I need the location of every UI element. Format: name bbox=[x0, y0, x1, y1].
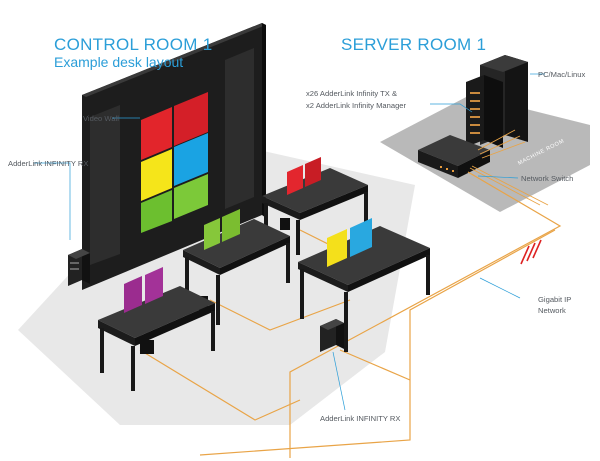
server-room-title: SERVER ROOM 1 bbox=[341, 35, 486, 54]
monitor-blue bbox=[350, 218, 372, 257]
cable-to-wall bbox=[289, 171, 562, 458]
video-wall-tile-green-2 bbox=[174, 174, 208, 219]
cable-desk-right bbox=[339, 349, 411, 381]
server-rack bbox=[466, 55, 528, 148]
monitor-yellow bbox=[327, 229, 347, 267]
monitor-red-right bbox=[305, 157, 321, 187]
video-wall-tile-red-2 bbox=[174, 92, 208, 146]
video-wall-right-panel bbox=[225, 48, 254, 209]
desk-front bbox=[98, 267, 215, 391]
video-wall-tile-yellow bbox=[141, 149, 172, 201]
video-wall-left-panel bbox=[90, 105, 120, 265]
adderlink-rx-unit-left bbox=[68, 249, 90, 286]
control-room-subtitle: Example desk layout bbox=[54, 54, 183, 70]
label-adderlink-rx-left: AdderLink INFINITY RX bbox=[8, 159, 88, 168]
network-cables bbox=[139, 171, 562, 458]
label-video-wall: Video Wall bbox=[83, 114, 119, 123]
desk-rear bbox=[262, 157, 368, 255]
label-pc-mac-linux: PC/Mac/Linux bbox=[538, 70, 585, 79]
desk-right bbox=[298, 218, 430, 352]
monitor-green-right bbox=[222, 209, 240, 242]
video-wall-side bbox=[262, 23, 266, 218]
cable-desk-front bbox=[139, 349, 301, 421]
cable-main bbox=[199, 229, 556, 456]
cable-desk-mid bbox=[209, 299, 351, 331]
gigabit-break-marker bbox=[520, 239, 542, 265]
adderlink-rx-unit-bottom bbox=[320, 319, 344, 352]
label-tx-manager-line1: x26 AdderLink Infinity TX & bbox=[306, 89, 397, 98]
monitor-red-left bbox=[287, 165, 303, 195]
control-room-title: CONTROL ROOM 1 bbox=[54, 35, 212, 54]
monitor-green-left bbox=[204, 218, 220, 250]
label-gigabit-line1: Gigabit IP bbox=[538, 295, 571, 304]
label-network-switch: Network Switch bbox=[521, 174, 573, 183]
video-wall bbox=[82, 23, 266, 290]
callout-lines bbox=[34, 73, 545, 411]
desk-middle bbox=[183, 209, 290, 325]
label-adderlink-rx-bottom: AdderLink INFINITY RX bbox=[320, 414, 400, 423]
switch-uplink-cables bbox=[469, 129, 549, 206]
label-gigabit-line2: Network bbox=[538, 306, 566, 315]
video-wall-tile-blue bbox=[174, 133, 208, 186]
label-tx-manager-line2: x2 AdderLink Infinity Manager bbox=[306, 101, 407, 110]
network-switch bbox=[418, 135, 490, 178]
monitor-purple-left bbox=[124, 276, 142, 313]
video-wall-tile-green bbox=[141, 190, 172, 233]
video-wall-tile-red bbox=[141, 107, 172, 160]
video-wall-top-edge bbox=[82, 23, 266, 97]
monitor-purple-right bbox=[145, 267, 163, 304]
